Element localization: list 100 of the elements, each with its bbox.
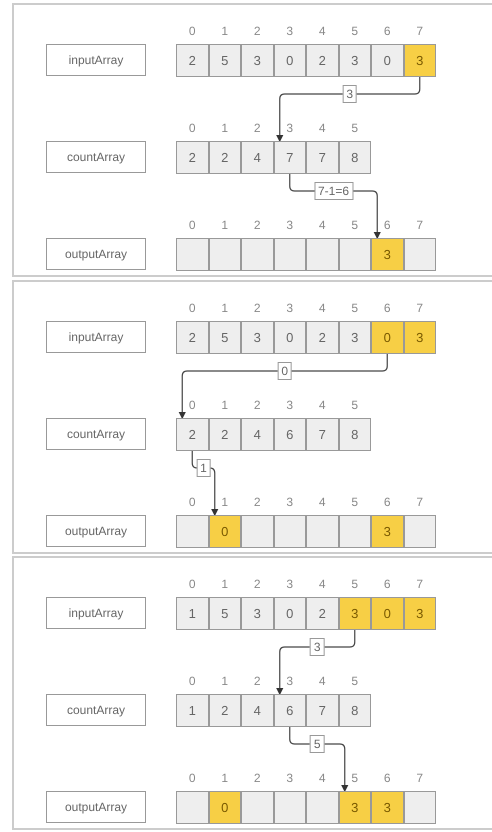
array-cell [306, 791, 338, 824]
array-cell: 3 [404, 597, 436, 630]
index-number: 5 [350, 771, 360, 785]
array-cell: 3 [338, 791, 371, 824]
array-cell: 2 [176, 141, 208, 174]
array-cell: 3 [241, 44, 274, 77]
index-number: 1 [220, 121, 230, 135]
array-cell: 2 [306, 597, 338, 630]
index-number: 1 [220, 218, 230, 232]
array-cell: 7 [306, 418, 338, 451]
index-number: 5 [350, 218, 360, 232]
index-number: 1 [220, 577, 230, 591]
index-number: 2 [252, 771, 262, 785]
array-cell: 4 [241, 418, 274, 451]
index-number: 3 [285, 218, 294, 232]
index-number: 4 [318, 495, 327, 509]
arrow [276, 77, 420, 142]
array-cell: 5 [208, 597, 241, 630]
index-number: 1 [220, 301, 230, 315]
index-number: 5 [350, 495, 360, 509]
array-cell: 4 [241, 141, 274, 174]
index-number: 4 [318, 577, 327, 591]
index-number: 7 [415, 771, 424, 785]
array-cell: 2 [306, 44, 338, 77]
index-number: 5 [350, 301, 360, 315]
array-cell: 3 [338, 44, 371, 77]
index-number: 3 [285, 577, 294, 591]
array-cell: 3 [371, 515, 404, 548]
array-cell: 0 [274, 321, 306, 354]
arrow [192, 451, 218, 516]
index-number: 5 [350, 674, 360, 688]
array-cell [241, 515, 274, 548]
index-number: 4 [318, 301, 327, 315]
index-number: 3 [285, 398, 294, 412]
index-number: 6 [382, 577, 392, 591]
index-number: 0 [188, 398, 197, 412]
array-cell: 2 [176, 321, 208, 354]
index-number: 3 [285, 121, 294, 135]
array-cell: 8 [338, 694, 371, 727]
index-number: 2 [252, 24, 262, 38]
array-cell: 0 [274, 597, 306, 630]
array-cell [176, 791, 208, 824]
array-cell: 2 [176, 418, 208, 451]
index-number: 6 [382, 218, 392, 232]
index-number: 2 [252, 121, 262, 135]
array-cell [404, 791, 436, 824]
index-number: 0 [188, 24, 197, 38]
edge-label: 3 [342, 85, 358, 103]
array-cell: 6 [274, 418, 306, 451]
array-cell [274, 791, 306, 824]
array-cell: 0 [371, 597, 404, 630]
array-cell [338, 515, 371, 548]
index-number: 5 [350, 24, 360, 38]
index-number: 7 [415, 24, 424, 38]
array-cell: 5 [208, 321, 241, 354]
index-number: 4 [318, 674, 327, 688]
index-number: 6 [382, 495, 392, 509]
index-number: 6 [382, 771, 392, 785]
index-number: 7 [415, 577, 424, 591]
index-number: 5 [350, 398, 360, 412]
edge-label: 5 [310, 735, 325, 753]
array-cell: 0 [371, 321, 404, 354]
array-name-box: outputArray [46, 238, 146, 270]
index-number: 2 [252, 398, 262, 412]
array-cell: 0 [208, 515, 241, 548]
array-cell: 2 [208, 418, 241, 451]
array-cell: 1 [176, 694, 208, 727]
array-name-box: inputArray [46, 597, 146, 629]
array-cell: 3 [338, 321, 371, 354]
index-number: 0 [188, 121, 197, 135]
array-cell: 7 [306, 141, 338, 174]
array-name-box: countArray [46, 418, 146, 450]
array-cell: 3 [338, 597, 371, 630]
edge-label: 0 [277, 362, 292, 380]
index-number: 3 [285, 495, 294, 509]
array-name-box: inputArray [46, 44, 146, 76]
array-cell: 8 [338, 418, 371, 451]
array-cell [176, 515, 208, 548]
array-cell: 3 [404, 321, 436, 354]
index-number: 4 [318, 24, 327, 38]
index-number: 1 [220, 398, 230, 412]
arrow [276, 630, 356, 696]
index-number: 4 [318, 771, 327, 785]
array-name-box: inputArray [46, 321, 146, 353]
array-cell: 2 [306, 321, 338, 354]
index-number: 1 [220, 24, 230, 38]
index-number: 4 [318, 121, 327, 135]
array-cell: 1 [176, 597, 208, 630]
array-cell: 5 [208, 44, 241, 77]
array-cell [274, 515, 306, 548]
array-cell [241, 238, 274, 271]
array-name-box: countArray [46, 694, 146, 726]
index-number: 2 [252, 495, 262, 509]
index-number: 5 [350, 577, 360, 591]
index-number: 7 [415, 218, 424, 232]
index-number: 1 [220, 771, 230, 785]
array-cell: 2 [208, 694, 241, 727]
index-number: 2 [252, 218, 262, 232]
index-number: 6 [382, 24, 392, 38]
arrow [289, 727, 348, 792]
